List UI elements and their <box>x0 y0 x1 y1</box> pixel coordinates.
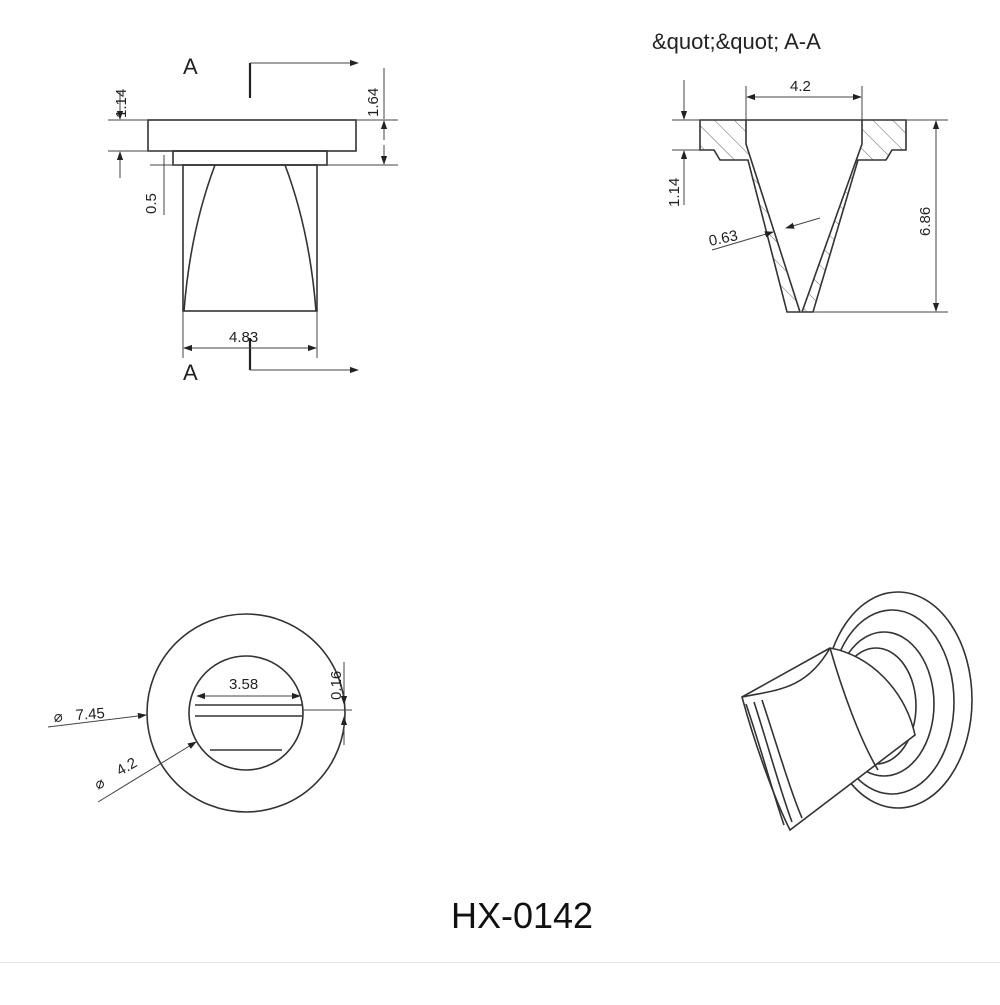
dim-section-wall: 0.63 <box>707 227 739 250</box>
dim-section-flange-height: 1.14 <box>666 178 683 207</box>
iso-body-edge <box>829 647 879 771</box>
dim-bottom-inner-dia-symbol: ⌀ <box>92 774 108 793</box>
dim-arrow <box>47 712 147 728</box>
section-wall-right <box>800 119 907 313</box>
dim-arrow <box>97 741 197 803</box>
divider <box>0 962 1000 963</box>
iso-body-top-edge <box>741 647 831 698</box>
iso-slit-edge <box>753 701 793 823</box>
front-curve-right <box>284 164 317 312</box>
bottom-outer-circle <box>146 613 346 813</box>
section-title: &quot;&quot; A-A <box>652 29 821 54</box>
dim-front-width: 4.83 <box>229 329 258 346</box>
dim-section-height: 6.86 <box>917 207 934 236</box>
dim-front-flange-height: 1.14 <box>113 89 130 118</box>
dim-arrow <box>785 217 821 229</box>
section-label-top: A <box>183 54 198 79</box>
front-curve-left <box>183 164 216 312</box>
isometric-view <box>741 591 973 832</box>
bottom-inner-circle <box>188 655 304 771</box>
front-collar <box>172 150 328 166</box>
iso-duckbill-body <box>741 647 916 832</box>
front-body <box>182 164 318 312</box>
dim-bottom-outer-dia-symbol: ⌀ <box>53 708 63 726</box>
dim-bottom-slit-width: 0.16 <box>328 671 345 700</box>
bottom-view: 3.58 0.16 ⌀ 7.45 ⌀ 4.2 <box>47 613 352 813</box>
dim-bottom-slit-length: 3.58 <box>229 676 258 693</box>
front-flange <box>147 119 357 152</box>
dim-bottom-outer-dia: 7.45 <box>75 705 105 724</box>
dim-front-total-cap: 1.64 <box>365 88 382 117</box>
part-number: HX-0142 <box>451 895 593 936</box>
dim-arrow <box>711 231 774 251</box>
iso-slit-edge <box>761 699 803 819</box>
dim-bottom-inner-dia: 4.2 <box>114 754 141 779</box>
section-wall-left <box>699 119 802 313</box>
dim-section-top-width: 4.2 <box>790 78 811 95</box>
front-view: A A 1.14 0.5 1.64 4.83 <box>108 54 398 385</box>
section-label-bottom: A <box>183 360 198 385</box>
section-view: &quot;&quot; A-A 4.2 1.14 0.63 6.86 <box>652 29 948 313</box>
dim-front-step: 0.5 <box>143 193 160 214</box>
iso-slit-edge <box>745 703 785 826</box>
